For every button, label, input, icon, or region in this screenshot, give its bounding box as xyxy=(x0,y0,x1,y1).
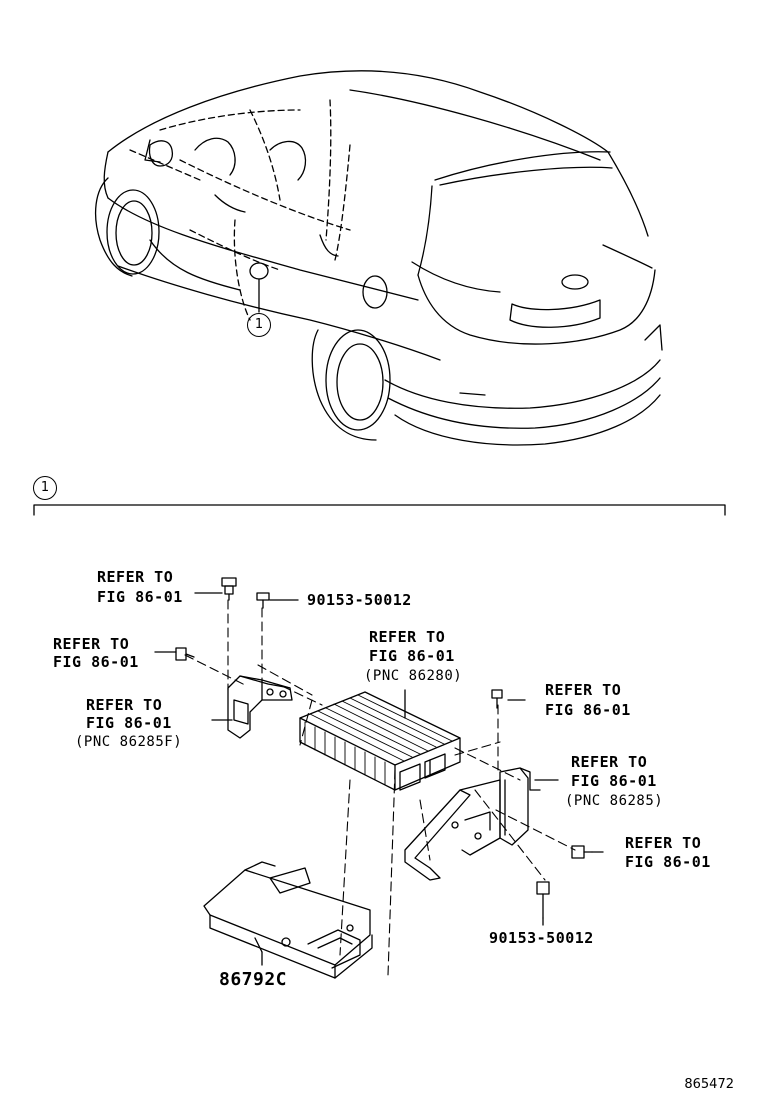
label-fig-g: FIG 86-01 xyxy=(625,853,711,871)
label-bolt-top: 90153-50012 xyxy=(307,591,412,609)
label-refer-c: REFER TO xyxy=(369,628,446,646)
label-fig-e: FIG 86-01 xyxy=(545,701,631,719)
callout-1-vehicle: 1 xyxy=(247,313,271,337)
vehicle-illustration xyxy=(94,70,663,446)
label-part-86792c: 86792C xyxy=(219,969,288,990)
label-pnc-86280: (PNC 86280) xyxy=(364,668,463,684)
label-refer-b: REFER TO xyxy=(53,635,130,653)
section-divider xyxy=(33,504,726,516)
exploded-view xyxy=(154,577,604,979)
label-pnc-86285: (PNC 86285) xyxy=(565,793,664,809)
label-fig-c: FIG 86-01 xyxy=(369,647,455,665)
label-refer-e: REFER TO xyxy=(545,681,622,699)
right-bracket xyxy=(404,767,541,881)
label-fig-d: FIG 86-01 xyxy=(86,714,172,732)
label-bolt-bottom: 90153-50012 xyxy=(489,929,594,947)
section-marker-1: 1 xyxy=(33,476,57,500)
control-module xyxy=(299,691,461,791)
label-refer-g: REFER TO xyxy=(625,834,702,852)
label-refer-a: REFER TO xyxy=(97,568,174,586)
label-refer-f: REFER TO xyxy=(571,753,648,771)
label-fig-f: FIG 86-01 xyxy=(571,772,657,790)
figure-id: 865472 xyxy=(684,1077,734,1092)
label-fig-b: FIG 86-01 xyxy=(53,653,139,671)
label-refer-d: REFER TO xyxy=(86,696,163,714)
label-pnc-86285f: (PNC 86285F) xyxy=(75,734,183,750)
label-fig-a: FIG 86-01 xyxy=(97,588,183,606)
ecu-86792c xyxy=(203,861,373,979)
